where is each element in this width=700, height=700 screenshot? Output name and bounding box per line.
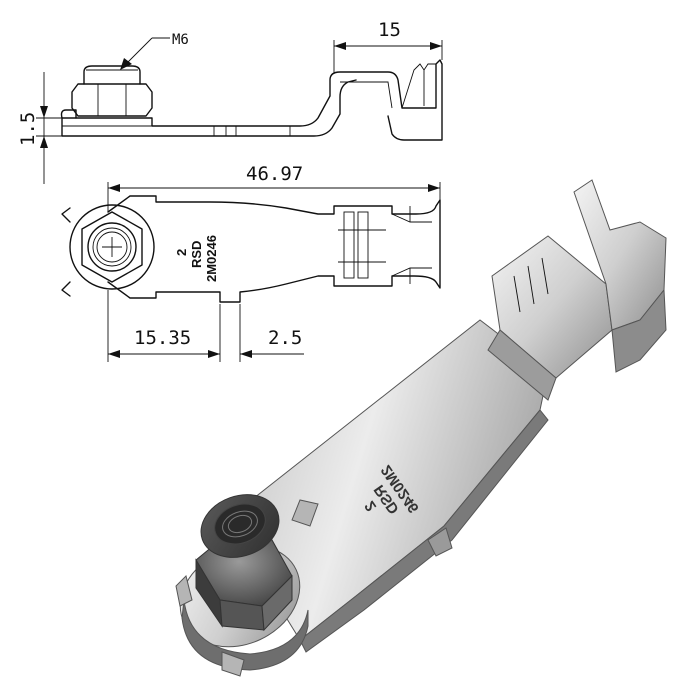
- dim-crimp-length: 15: [333, 19, 443, 74]
- dim-plate-thickness: 1.5: [17, 72, 62, 184]
- dim-overall-length-label: 46.97: [246, 163, 303, 185]
- dim-plate-thickness-label: 1.5: [17, 112, 39, 146]
- nut-side: [71, 83, 153, 117]
- stamp-line-3: 2M0246: [204, 235, 219, 282]
- stamp-line-1: 2: [174, 249, 189, 256]
- dim-stud-to-tab-label: 15.35: [134, 327, 191, 349]
- dim-tab-width-label: 2.5: [268, 327, 302, 349]
- nut-hex-top: [81, 211, 143, 283]
- side-view: [60, 59, 443, 141]
- thread-callout: M6: [120, 32, 189, 70]
- dim-overall-length: 46.97: [107, 163, 441, 212]
- dim-crimp-length-label: 15: [378, 19, 401, 41]
- top-view: 2 RSD 2M0246: [61, 195, 441, 303]
- dim-stud-to-tab: 15.35: [107, 290, 221, 362]
- isometric-view: 2 RSD 2M0246: [175, 179, 667, 677]
- ring-washer: [69, 204, 155, 290]
- thread-callout-label: M6: [172, 32, 189, 48]
- stamp-line-2: RSD: [189, 241, 204, 268]
- dim-tab-width: 2.5: [200, 304, 304, 362]
